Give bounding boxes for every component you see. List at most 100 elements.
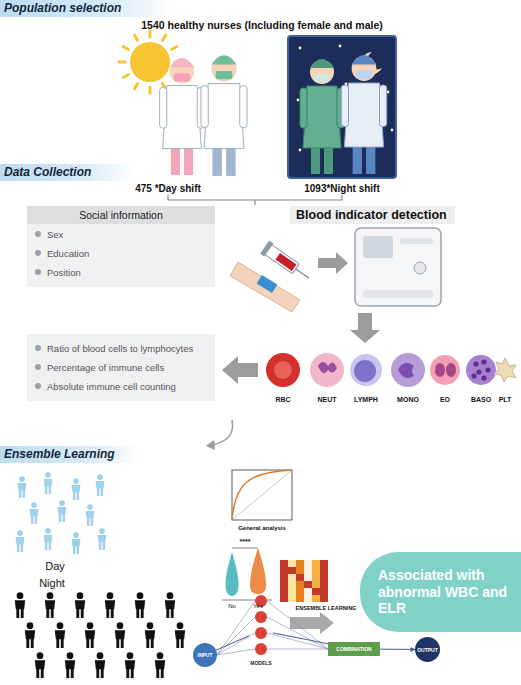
heatmap-part xyxy=(320,567,328,574)
roc-plot-part xyxy=(232,470,292,520)
heatmap-part xyxy=(312,581,320,588)
heatmap-part xyxy=(320,574,328,581)
nurse-figures-part xyxy=(352,55,377,64)
blood-draw-part xyxy=(257,275,278,293)
sun-part-part xyxy=(172,47,177,50)
model-circles-part xyxy=(255,627,267,639)
night-panel-part-part xyxy=(299,149,302,152)
people-icons-part xyxy=(27,622,34,629)
text-label: RBC xyxy=(275,396,290,403)
people-icons-part xyxy=(106,609,109,618)
people-icons-part xyxy=(16,609,19,618)
nurse-figures xyxy=(160,55,387,176)
blood-cells-part xyxy=(354,360,376,382)
heatmap-part xyxy=(288,567,296,574)
heatmap-part xyxy=(304,581,312,588)
nurse-figures-part xyxy=(310,59,334,68)
section-header: Ensemble Learning xyxy=(0,446,141,463)
heatmap-part xyxy=(280,588,288,595)
people-icons-part xyxy=(97,474,103,480)
people-icons-part xyxy=(165,600,175,609)
people-icons-part xyxy=(17,530,23,536)
heatmap-part xyxy=(280,581,288,588)
people-icons-part xyxy=(35,660,45,669)
people-icons-part xyxy=(91,639,94,648)
bracket xyxy=(168,195,342,205)
section-header: Population selection xyxy=(0,0,175,17)
nurse-figures-part xyxy=(341,85,348,126)
sun-part-part xyxy=(135,35,138,40)
people-icons-part xyxy=(98,535,107,542)
people-icons-part xyxy=(85,630,95,639)
people-icons-part xyxy=(15,600,25,609)
people-icons-part xyxy=(105,600,115,609)
heatmap-part xyxy=(280,574,288,581)
heatmap-part xyxy=(288,560,296,567)
connector xyxy=(216,636,249,650)
heatmap-part xyxy=(280,567,288,574)
people-icons-part xyxy=(35,516,37,524)
blood-cells-part-part xyxy=(481,359,486,364)
people-icons-part xyxy=(127,652,134,659)
violin-plot-part xyxy=(232,548,258,549)
roc-plot-part xyxy=(232,470,292,520)
night-panel-part xyxy=(297,45,394,152)
people-icons-part xyxy=(73,478,79,484)
people-icons-part xyxy=(49,486,51,494)
heatmap-part xyxy=(296,560,304,567)
heatmap xyxy=(280,560,328,602)
people-icons-part xyxy=(23,490,25,498)
people-icons-part xyxy=(31,502,37,508)
nurse-figures-part xyxy=(204,84,244,149)
nurse-figures-part xyxy=(163,86,202,149)
people-icons-part xyxy=(137,592,144,599)
nurse-figures-part xyxy=(300,88,307,128)
nurse-figures-part xyxy=(314,74,330,82)
step-title: Blood indicator detection xyxy=(290,206,455,224)
people-icons-part xyxy=(21,609,24,618)
people-icons-part xyxy=(156,669,159,678)
bullet-item: Sex xyxy=(27,224,215,243)
blood-cells-part xyxy=(266,353,300,387)
text-label: Day xyxy=(45,560,65,572)
night-panel xyxy=(288,36,396,178)
people-icons-part xyxy=(76,609,79,618)
people-icons-part xyxy=(31,639,34,648)
people-icons-part xyxy=(45,542,47,550)
analyzer-part xyxy=(363,236,393,258)
node-text: INPUT xyxy=(198,652,213,658)
model-circles-part xyxy=(255,611,267,623)
analyzer-part xyxy=(363,290,433,298)
people-icons-part xyxy=(73,492,75,500)
bullet-item: Percentage of immune cells xyxy=(27,357,215,376)
people-icons-part xyxy=(87,504,93,510)
people-icons-part xyxy=(65,660,75,669)
ensemble-lines-part xyxy=(267,633,328,649)
people-icons-part xyxy=(135,600,145,609)
people-icons-part xyxy=(73,546,75,554)
heatmap-part xyxy=(304,567,312,574)
heatmap-part xyxy=(296,581,304,588)
people-icons-part xyxy=(99,542,101,550)
people-icons-part xyxy=(41,669,44,678)
people-icons-part xyxy=(96,481,105,488)
text-label: PLT xyxy=(499,396,512,403)
text-label: Yes xyxy=(253,603,263,609)
people-icons-part xyxy=(147,622,154,629)
bullet-item: Education xyxy=(27,243,215,262)
people-icons-part xyxy=(63,514,65,522)
people-icons-part xyxy=(51,609,54,618)
ensemble-lines-part xyxy=(217,649,255,655)
people-icons-part xyxy=(73,532,79,538)
people-icons-part xyxy=(131,669,134,678)
analyzer-part xyxy=(400,238,433,244)
connector xyxy=(273,633,328,644)
analyzer xyxy=(355,228,441,306)
roc-plot-part xyxy=(232,470,292,520)
people-icons-part xyxy=(111,609,114,618)
people-icons-part xyxy=(101,669,104,678)
text-label: MONO xyxy=(397,396,419,403)
people-icons-part xyxy=(45,472,51,478)
blood-cells-part xyxy=(430,355,460,385)
blood-cells-part xyxy=(435,363,445,377)
